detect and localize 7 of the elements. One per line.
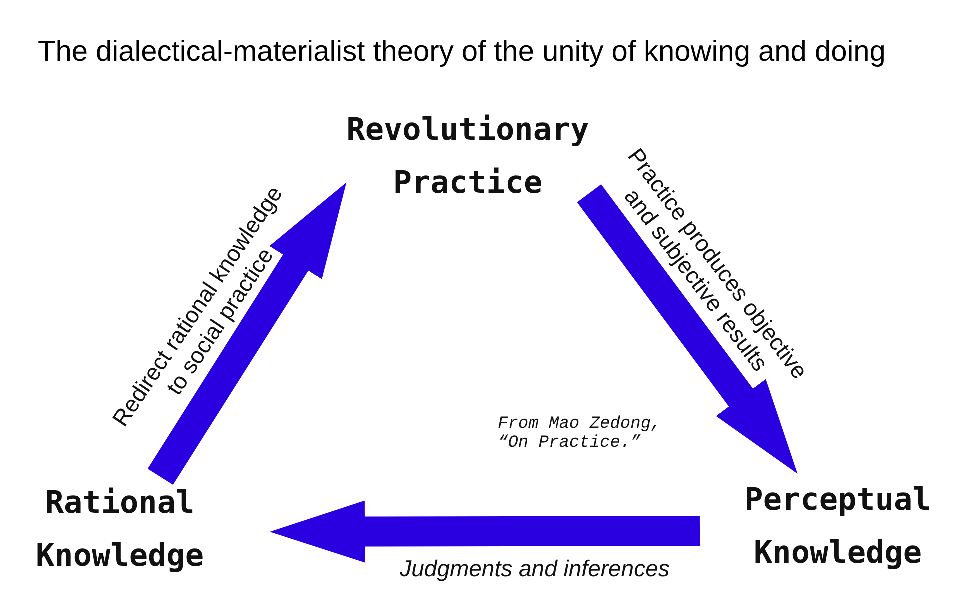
source-note: From Mao Zedong, “On Practice.” bbox=[498, 415, 662, 453]
concept-label: Perceptual Knowledge bbox=[744, 474, 932, 580]
block-arrow bbox=[270, 500, 700, 563]
concept-label: Rational Knowledge bbox=[36, 477, 204, 583]
concept-label: Revolutionary Practice bbox=[346, 104, 590, 210]
edge-label: Judgments and inferences bbox=[400, 556, 670, 582]
title: The dialectical-materialist theory of the unity of knowing and doing bbox=[38, 35, 886, 70]
